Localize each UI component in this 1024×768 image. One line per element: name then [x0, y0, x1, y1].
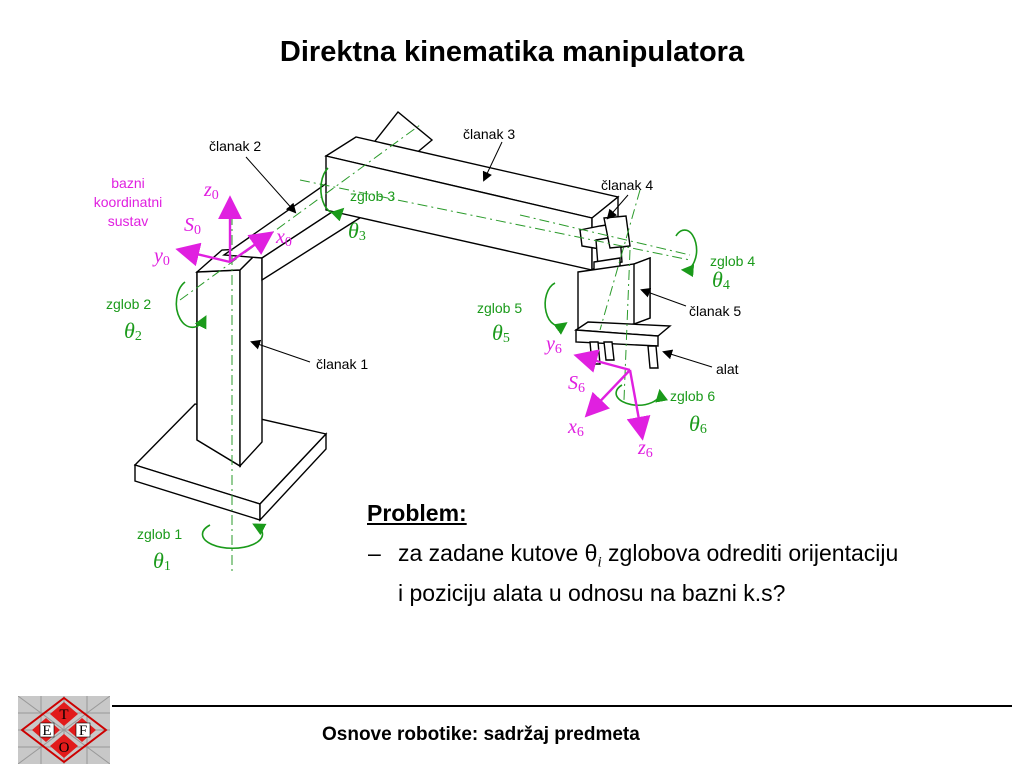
link-5 — [577, 256, 651, 331]
theta-6: θ6 — [689, 411, 707, 437]
rotation-arcs — [175, 167, 698, 550]
theta-4: θ4 — [712, 267, 730, 293]
manipulator-diagram: članak 2 članak 3 članak 4 članak 5 član… — [94, 111, 755, 575]
base-frame-label-line1: bazni — [111, 175, 144, 191]
y6-label: y6 — [544, 333, 562, 357]
link-1 — [195, 246, 264, 468]
joint-3-arc — [320, 167, 345, 222]
joint-2-label: zglob 2 — [106, 296, 151, 312]
link-3-label: članak 3 — [463, 126, 515, 142]
footer-text: Osnove robotike: sadržaj predmeta — [322, 724, 640, 745]
y0-label: y0 — [152, 245, 170, 269]
joint-1-arc — [201, 523, 267, 550]
theta-5: θ5 — [492, 320, 510, 346]
problem-statement: za zadane kutove θi zglobova odrediti or… — [398, 540, 899, 606]
x0-axis — [229, 231, 274, 263]
joint-5-label: zglob 5 — [477, 300, 522, 316]
link-4 — [579, 215, 631, 267]
teof-logo: T E F O — [18, 696, 110, 764]
base-frame-axes — [175, 195, 274, 267]
x6-axis — [584, 369, 631, 418]
joint-2-arc — [175, 281, 207, 330]
tool — [573, 321, 672, 369]
logo-letter-right: F — [79, 723, 87, 739]
tool-label: alat — [716, 361, 739, 377]
base-frame-label-line2: koordinatni — [94, 194, 163, 210]
logo-letter-bottom: O — [59, 740, 70, 756]
joint-4-label: zglob 4 — [710, 253, 755, 269]
link-4-label: članak 4 — [601, 177, 653, 193]
joint-3-label: zglob 3 — [350, 188, 395, 204]
y0-axis — [175, 242, 231, 267]
logo-letter-top: T — [59, 707, 68, 723]
joint-6-arc — [615, 384, 668, 406]
logo-letter-left: E — [42, 723, 51, 739]
theta-1: θ1 — [153, 548, 171, 574]
page-title: Direktna kinematika manipulatora — [279, 36, 745, 68]
joint-4-arc — [675, 229, 698, 278]
base-frame-label-line3: sustav — [108, 213, 148, 229]
theta-3: θ3 — [348, 218, 366, 244]
link-2-label: članak 2 — [209, 138, 261, 154]
link-1-label: članak 1 — [316, 356, 368, 372]
joint-5-arc — [544, 282, 568, 335]
leader-lines — [245, 141, 713, 368]
base-frame-label: bazni koordinatni sustav — [94, 175, 163, 229]
x0-label: x0 — [275, 226, 292, 250]
problem-heading: Problem: — [367, 500, 467, 526]
theta-2: θ2 — [124, 318, 142, 344]
z6-label: z6 — [637, 437, 653, 461]
joint-6-label: zglob 6 — [670, 388, 715, 404]
x6-label: x6 — [567, 416, 584, 440]
z6-axis — [626, 369, 651, 441]
z0-label: z0 — [203, 179, 219, 203]
tool-frame-axes — [573, 349, 651, 441]
S0-label: S0 — [184, 214, 201, 238]
bullet-dash: – — [368, 540, 381, 566]
footer-divider — [112, 705, 1012, 707]
y6-axis — [573, 349, 631, 373]
S6-label: S6 — [568, 372, 585, 396]
joint-1-label: zglob 1 — [137, 526, 182, 542]
problem-text: – za zadane kutove θi zglobova odrediti … — [368, 538, 908, 608]
link-5-label: članak 5 — [689, 303, 741, 319]
